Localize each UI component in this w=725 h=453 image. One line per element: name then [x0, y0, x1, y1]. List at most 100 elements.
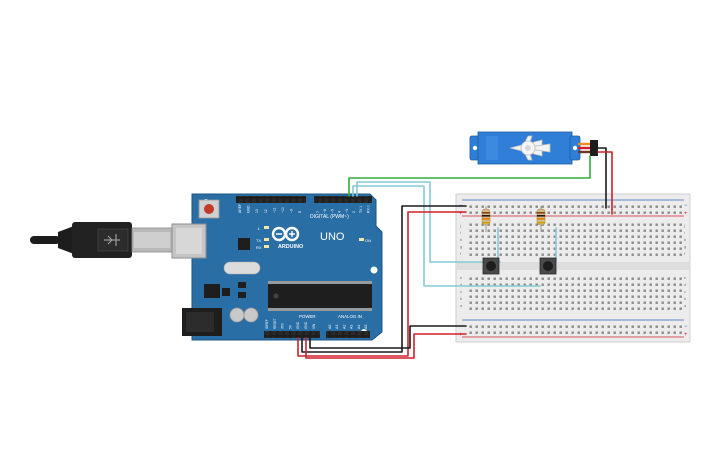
- uno-model: UNO: [320, 231, 345, 243]
- pin-label: ~11: [272, 207, 276, 213]
- pin-label: 8: [298, 211, 302, 213]
- terminal-strip-top[interactable]: [466, 222, 682, 258]
- wire-green-servo-signal[interactable]: [348, 155, 591, 197]
- analog-pin-label: A3: [350, 325, 354, 329]
- row-letter: h: [460, 237, 462, 242]
- wire-red-5v-top[interactable]: [297, 211, 467, 357]
- pin-label: ~5: [330, 209, 334, 213]
- pin-label: ~10: [281, 207, 285, 213]
- usb-chip: [238, 238, 250, 250]
- row-letter: h: [684, 237, 686, 242]
- led-tx-label: TX: [256, 238, 261, 243]
- analog-pin-label: A0: [328, 325, 332, 329]
- resistor-2[interactable]: [536, 206, 546, 232]
- pin-label: 7: [316, 211, 320, 213]
- pin-label: AREF: [238, 204, 242, 213]
- usb-symbol-icon: [104, 234, 120, 246]
- wire-red-servo-vcc[interactable]: [597, 151, 613, 215]
- pin-label: 2: [352, 211, 356, 213]
- row-letter: a: [684, 303, 687, 308]
- led-on-label: ON: [365, 238, 371, 243]
- power-pin-label: GND: [296, 321, 300, 329]
- row-letter: f: [684, 251, 686, 256]
- power-pin-label: VIN: [312, 323, 316, 329]
- pin-label: ~9: [290, 209, 294, 213]
- led-l-label: L: [258, 226, 261, 231]
- row-letter: d: [460, 282, 462, 287]
- resistor-1[interactable]: [481, 206, 491, 232]
- power-pin-label: 3V3: [281, 323, 285, 329]
- row-letter: i: [460, 230, 461, 235]
- arduino-logo-icon: [271, 226, 300, 242]
- pin-label: 13: [255, 209, 259, 213]
- row-letter: a: [460, 303, 463, 308]
- wire-cyan-button-1[interactable]: [352, 185, 541, 287]
- pushbutton-1[interactable]: [482, 257, 500, 275]
- reset-button-cap[interactable]: [204, 204, 214, 214]
- pin-label: ~3: [345, 209, 349, 213]
- rail-minus-label: −: [459, 324, 463, 330]
- power-rail-top-holes[interactable]: [466, 202, 682, 214]
- rail-plus-label: +: [684, 332, 688, 338]
- wires: [297, 147, 613, 359]
- wire-black-gnd-top[interactable]: [301, 205, 467, 353]
- power-rail-bottom-holes[interactable]: [466, 322, 682, 334]
- servo-motor[interactable]: [469, 131, 598, 165]
- wire-red-5v-bottom[interactable]: [305, 333, 467, 359]
- wire-black-gnd-bottom[interactable]: [309, 325, 467, 349]
- row-letter: i: [684, 230, 685, 235]
- rail-plus-label: +: [459, 211, 463, 217]
- row-letter: j: [683, 223, 685, 228]
- wire-black-servo-gnd[interactable]: [597, 147, 607, 209]
- pushbutton-2[interactable]: [539, 257, 557, 275]
- pin-label: 4: [338, 211, 342, 213]
- row-letter: b: [460, 296, 463, 301]
- led-on: [359, 238, 364, 241]
- power-pin-label: 5V: [288, 324, 292, 329]
- pin-label: 12: [264, 209, 268, 213]
- crystal: [223, 261, 261, 275]
- voltage-regulator: [204, 284, 220, 298]
- row-letter: d: [684, 282, 686, 287]
- row-letter: f: [460, 251, 462, 256]
- capacitor: [229, 307, 245, 323]
- rail-plus-label: +: [684, 211, 688, 217]
- pin-label: GND: [247, 205, 251, 213]
- power-pin-label: GND: [304, 321, 308, 329]
- usb-cable[interactable]: [30, 222, 173, 258]
- rail-minus-label: −: [684, 324, 688, 330]
- row-letter: j: [459, 223, 461, 228]
- atmega-chip: [268, 284, 372, 308]
- terminal-strip-bottom[interactable]: [466, 274, 682, 310]
- pin-label: ~6: [323, 209, 327, 213]
- row-letter: c: [460, 289, 462, 294]
- rail-minus-label: −: [684, 203, 688, 209]
- row-letter: c: [684, 289, 686, 294]
- power-pin-label: RESET: [273, 318, 277, 329]
- center-channel: [456, 262, 690, 270]
- mount-hole: [370, 266, 378, 274]
- pin-label: TX 1: [359, 206, 363, 213]
- led-l: [264, 226, 269, 229]
- wire-cyan-button-2[interactable]: [356, 181, 501, 263]
- arduino-brand: ARDUINO: [278, 244, 303, 250]
- pin-label: RX 0: [366, 205, 370, 213]
- row-letter: e: [684, 275, 687, 280]
- analog-pin-label: A4: [357, 325, 361, 329]
- led-tx: [264, 238, 269, 241]
- analog-pin-label: A5: [364, 325, 368, 329]
- led-rx: [264, 245, 269, 248]
- servo-connector: [590, 140, 598, 156]
- row-letter: g: [460, 244, 462, 249]
- row-letter: g: [684, 244, 686, 249]
- analog-pin-label: A1: [335, 325, 339, 329]
- analog-pin-label: A2: [342, 325, 346, 329]
- capacitor: [243, 307, 259, 323]
- analog-label: ANALOG IN: [338, 314, 362, 319]
